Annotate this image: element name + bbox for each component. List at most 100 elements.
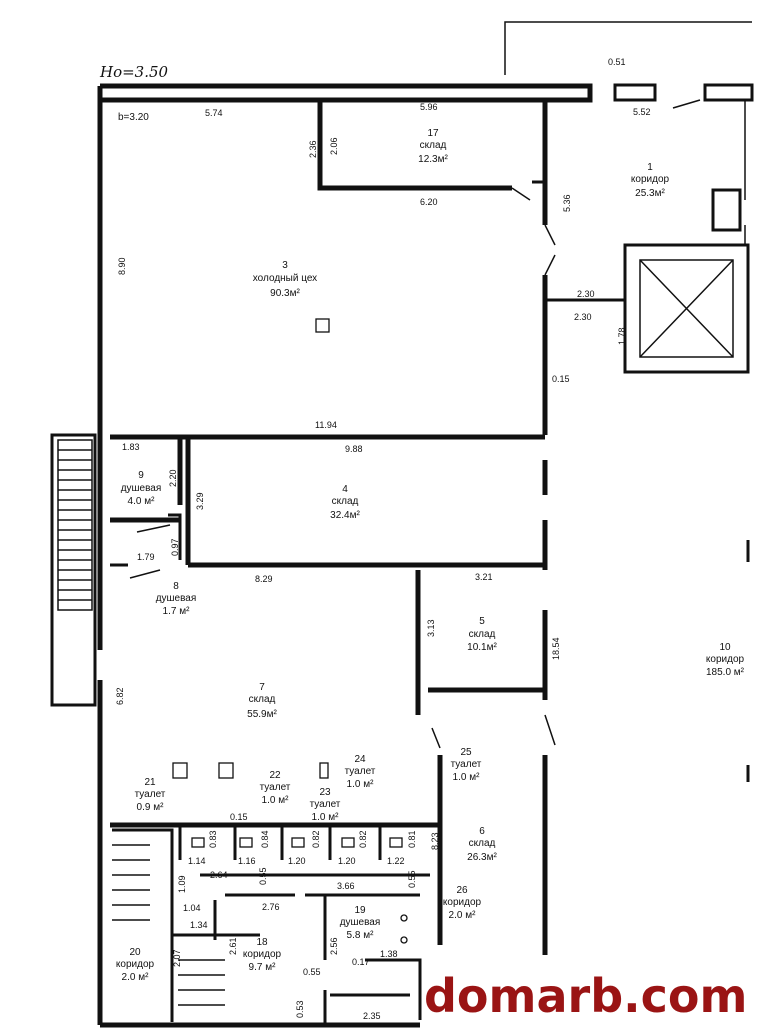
svg-text:18: 18 — [256, 937, 268, 948]
svg-text:9.7 м²: 9.7 м² — [249, 962, 277, 973]
svg-text:12.3м²: 12.3м² — [418, 154, 448, 165]
svg-text:22: 22 — [269, 770, 281, 781]
inner-stairs — [112, 844, 225, 1006]
svg-text:0.84: 0.84 — [260, 830, 270, 848]
svg-text:1: 1 — [647, 162, 653, 173]
room-17: 17 склад 12.3м² — [418, 128, 448, 165]
svg-text:1.83: 1.83 — [122, 442, 140, 452]
svg-text:туалет: туалет — [135, 789, 166, 800]
room-labels: 1 коридор 25.3м² 3 холодный цех 90.3м² 4… — [116, 128, 745, 983]
svg-text:8.29: 8.29 — [255, 574, 273, 584]
svg-text:туалет: туалет — [310, 799, 341, 810]
svg-text:1.79: 1.79 — [137, 552, 155, 562]
svg-text:0.17: 0.17 — [352, 957, 370, 967]
svg-text:0.82: 0.82 — [311, 830, 321, 848]
svg-text:0.15: 0.15 — [552, 374, 570, 384]
svg-text:8: 8 — [173, 581, 179, 592]
svg-text:10: 10 — [719, 642, 731, 653]
svg-text:2.0 м²: 2.0 м² — [122, 972, 150, 983]
svg-text:коридор: коридор — [243, 949, 282, 960]
svg-text:6: 6 — [479, 826, 485, 837]
svg-text:1.20: 1.20 — [288, 856, 306, 866]
svg-text:1.7 м²: 1.7 м² — [163, 606, 191, 617]
svg-text:душевая: душевая — [340, 917, 381, 928]
room-25: 25 туалет 1.0 м² — [451, 747, 482, 783]
svg-text:4.0 м²: 4.0 м² — [128, 496, 156, 507]
svg-text:185.0 м²: 185.0 м² — [706, 667, 745, 678]
svg-text:2.56: 2.56 — [329, 937, 339, 955]
svg-text:19: 19 — [354, 905, 366, 916]
svg-text:10.1м²: 10.1м² — [467, 642, 497, 653]
svg-text:2.76: 2.76 — [262, 902, 280, 912]
svg-text:1.09: 1.09 — [177, 875, 187, 893]
svg-text:душевая: душевая — [121, 483, 162, 494]
svg-text:3: 3 — [282, 260, 288, 271]
svg-text:0.15: 0.15 — [230, 812, 248, 822]
svg-text:1.04: 1.04 — [183, 903, 201, 913]
svg-text:2.07: 2.07 — [172, 949, 182, 967]
svg-text:туалет: туалет — [345, 766, 376, 777]
room-19: 19 душевая 5.8 м² — [340, 905, 381, 941]
svg-text:1.0 м²: 1.0 м² — [262, 795, 290, 806]
svg-text:9: 9 — [138, 470, 144, 481]
svg-text:23: 23 — [319, 787, 331, 798]
room-22: 22 туалет 1.0 м² — [260, 770, 291, 806]
svg-text:0.53: 0.53 — [295, 1000, 305, 1018]
svg-text:туалет: туалет — [451, 759, 482, 770]
svg-text:9.88: 9.88 — [345, 444, 363, 454]
svg-text:1.0 м²: 1.0 м² — [312, 812, 340, 823]
svg-text:0.9 м²: 0.9 м² — [137, 802, 165, 813]
svg-text:0.81: 0.81 — [407, 830, 417, 848]
svg-text:1.78: 1.78 — [617, 327, 627, 345]
svg-text:3.21: 3.21 — [475, 572, 493, 582]
toilet-partitions — [178, 825, 430, 960]
svg-text:2.0 м²: 2.0 м² — [449, 910, 477, 921]
svg-text:90.3м²: 90.3м² — [270, 288, 300, 299]
dimension-labels: 0.51 5.52 5.74 5.96 2.36 2.06 6.20 5.36 … — [115, 57, 651, 1021]
svg-text:18.54: 18.54 — [551, 637, 561, 660]
svg-text:2.64: 2.64 — [210, 870, 228, 880]
room-5: 5 склад 10.1м² — [467, 616, 497, 653]
svg-text:0.51: 0.51 — [608, 57, 626, 67]
b-mark: b=3.20 — [118, 112, 149, 123]
svg-text:склад: склад — [249, 694, 276, 705]
room-10: 10 коридор 185.0 м² — [706, 642, 745, 678]
svg-text:0.55: 0.55 — [407, 870, 417, 888]
svg-text:2.61: 2.61 — [228, 937, 238, 955]
room-7: 7 склад 55.9м² — [247, 682, 277, 720]
svg-text:7: 7 — [259, 682, 265, 693]
svg-text:5.36: 5.36 — [562, 194, 572, 212]
svg-text:5.74: 5.74 — [205, 108, 223, 118]
svg-text:холодный цех: холодный цех — [253, 273, 317, 284]
svg-text:2.30: 2.30 — [577, 289, 595, 299]
svg-text:2.30: 2.30 — [574, 312, 592, 322]
svg-text:11.94: 11.94 — [315, 420, 337, 430]
svg-text:коридор: коридор — [116, 959, 155, 970]
svg-text:склад: склад — [469, 629, 496, 640]
svg-text:17: 17 — [427, 128, 439, 139]
svg-text:1.38: 1.38 — [380, 949, 398, 959]
svg-text:коридор: коридор — [631, 174, 670, 185]
svg-text:туалет: туалет — [260, 782, 291, 793]
svg-text:5.8 м²: 5.8 м² — [347, 930, 375, 941]
room-23: 23 туалет 1.0 м² — [310, 787, 341, 823]
svg-text:6.20: 6.20 — [420, 197, 438, 207]
height-mark: Ho=3.50 — [99, 63, 169, 81]
svg-text:0.83: 0.83 — [208, 830, 218, 848]
svg-text:1.0 м²: 1.0 м² — [347, 779, 375, 790]
svg-text:32.4м²: 32.4м² — [330, 510, 360, 521]
svg-text:1.20: 1.20 — [338, 856, 356, 866]
svg-text:0.55: 0.55 — [258, 867, 268, 885]
svg-text:55.9м²: 55.9м² — [247, 709, 277, 720]
svg-text:5: 5 — [479, 616, 485, 627]
svg-text:2.35: 2.35 — [363, 1011, 381, 1021]
svg-text:склад: склад — [332, 496, 359, 507]
svg-text:25: 25 — [460, 747, 472, 758]
room-9: 9 душевая 4.0 м² — [121, 470, 162, 507]
svg-text:3.29: 3.29 — [195, 492, 205, 510]
svg-text:25.3м²: 25.3м² — [635, 188, 665, 199]
svg-text:0.82: 0.82 — [358, 830, 368, 848]
svg-text:8.90: 8.90 — [117, 257, 127, 275]
svg-text:1.0 м²: 1.0 м² — [453, 772, 481, 783]
room-1: 1 коридор 25.3м² — [631, 162, 670, 199]
